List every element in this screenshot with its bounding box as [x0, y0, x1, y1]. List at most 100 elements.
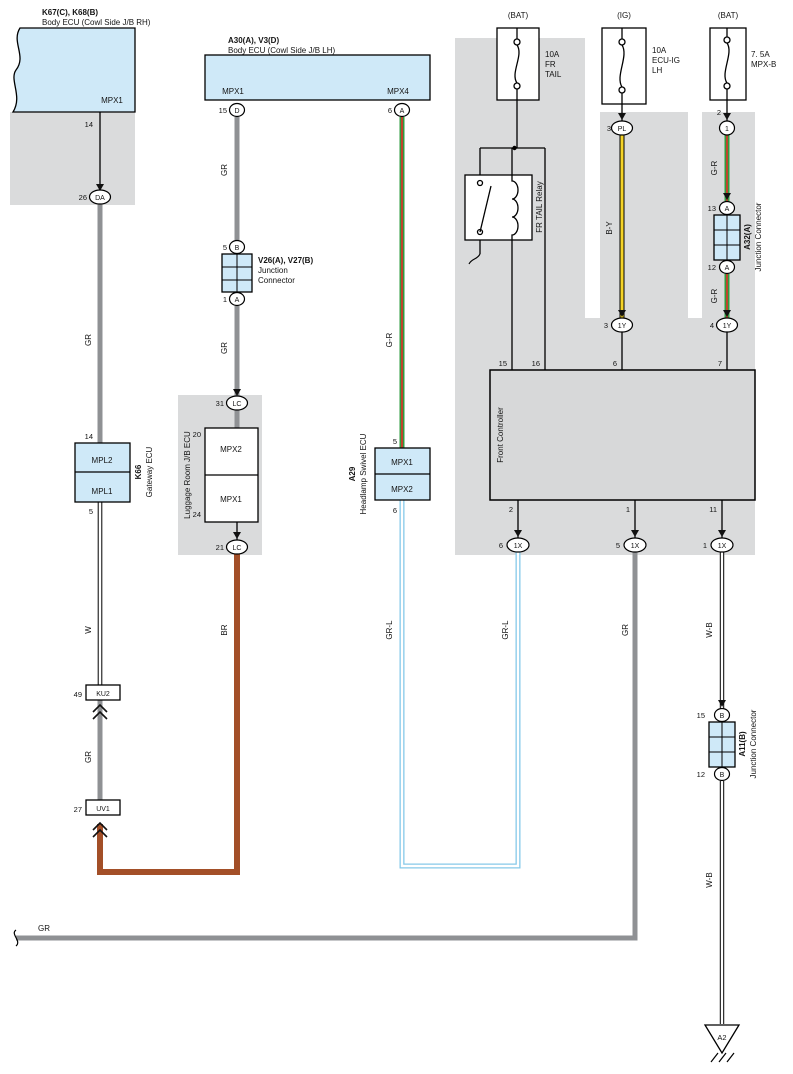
fuse-frtail-symbol	[513, 28, 521, 100]
oval-lc31	[225, 395, 249, 411]
oval-b-a11-top	[713, 707, 731, 723]
fc-name-label: Front Controller	[496, 407, 505, 463]
v26-conn-bottom-label: A	[235, 297, 240, 304]
fc-pin11-label: 11	[709, 505, 717, 514]
wire-label-by: B-Y	[605, 221, 614, 235]
arrow-1y-left	[618, 310, 626, 317]
relay-contact-blade	[479, 185, 492, 233]
luggage-port-top-label: MPX2	[220, 445, 242, 454]
a32-desc-label: Junction Connector	[754, 202, 763, 271]
arrow-1y-right	[723, 310, 731, 317]
a11-desc-label: Junction Connector	[749, 709, 758, 778]
oval-a-mpx4	[393, 102, 411, 118]
wire-label-gr-horizontal: GR	[38, 924, 50, 933]
shade-cowl-rh	[10, 112, 135, 205]
a29-port-bottom-label: MPX2	[391, 485, 413, 494]
arrow-a32-top	[723, 193, 731, 200]
luggage-desc-label: Luggage Room J/B ECU	[183, 431, 192, 519]
wire-label-gr-mpxb1: G-R	[710, 160, 719, 175]
arrow-a11-top	[718, 700, 726, 707]
labels: K67(C), K68(B) Body ECU (Cowl Side J/B R…	[38, 8, 776, 1042]
fuse-frtail-name2-label: TAIL	[545, 70, 562, 79]
da-pin-label: 26	[79, 193, 87, 202]
v26-pin-top-label: 5	[223, 243, 227, 252]
oval-1x-right	[710, 537, 734, 553]
k66-desc-label: Gateway ECU	[145, 446, 154, 497]
a30-port-left-label: MPX1	[222, 87, 244, 96]
oval-d	[228, 102, 246, 118]
v26-line2: Connector	[258, 276, 295, 285]
arrow-mpxb-1	[723, 113, 731, 120]
fuse-frtail-name1-label: FR	[545, 60, 556, 69]
a11-id-label: A11(B)	[738, 731, 747, 757]
fuse-mpxb-name1-label: MPX-B	[751, 60, 776, 69]
oval-b-a11-bottom	[713, 766, 731, 782]
luggage-pin-top-label: 20	[193, 430, 201, 439]
k67-subtitle: Body ECU (Cowl Side J/B RH)	[42, 18, 151, 27]
fuse-ig-box	[601, 27, 647, 105]
wire-label-gr-left: GR	[84, 334, 93, 346]
wire-grl-core	[400, 500, 520, 868]
wire-label-grl-right: GR-L	[501, 620, 510, 640]
squiggle-relay	[468, 253, 481, 265]
oval-1y-left	[610, 317, 634, 333]
luggage-pin-bottom-label: 24	[193, 510, 201, 519]
ku2-code-label: KU2	[96, 691, 110, 698]
fuse-mpxb-rating-label: 7. 5A	[751, 50, 770, 59]
k66-port-bottom-label: MPL1	[92, 487, 113, 496]
wire-label-gr-a30: GR	[220, 164, 229, 176]
a30-ecu-box	[204, 54, 431, 101]
fuse-ig-name1-label: ECU-IG	[652, 56, 680, 65]
oval-a-a32-bottom	[718, 259, 736, 275]
v26-grid	[222, 254, 252, 292]
a11-pin-bottom-label: 12	[697, 770, 705, 779]
oval-lc21	[225, 539, 249, 555]
oval-1x-left	[506, 537, 530, 553]
junction-dot	[512, 145, 517, 151]
wire-label-gr-v26: GR	[220, 342, 229, 354]
fc-pin16-label: 16	[532, 359, 540, 368]
fuse-frtail-source-label: (BAT)	[508, 11, 529, 20]
wire-label-wb-top: W-B	[705, 622, 714, 637]
1y-right-pin-label: 4	[710, 321, 714, 330]
chevron-ku2-2	[92, 710, 108, 720]
fuse-ig-source-label: (IG)	[617, 11, 631, 20]
wire-label-grl-left: GR-L	[385, 620, 394, 640]
wire-label-gr-mpxb2: G-R	[710, 288, 719, 303]
a32-conn-top-label: A	[725, 206, 730, 213]
a32-pin-bottom-label: 12	[708, 263, 716, 272]
lc31-pin-label: 31	[216, 399, 224, 408]
v26-pin-bottom-label: 1	[223, 295, 227, 304]
squiggle-bottom-left	[13, 929, 19, 947]
fc-pin15-label: 15	[499, 359, 507, 368]
a11-pin-top-label: 15	[697, 711, 705, 720]
wire-chevrons	[92, 703, 108, 838]
k66-port-top-label: MPL2	[92, 456, 113, 465]
pl-pin-label: 3	[607, 124, 611, 133]
a29-pin-top-label: 5	[393, 437, 397, 446]
a30-pin-left-label: 15	[219, 106, 227, 115]
k66-pin-top-label: 14	[85, 432, 93, 441]
fc-pin2-label: 2	[509, 505, 513, 514]
ground-hatch	[710, 1052, 735, 1063]
arrow-lc31	[233, 389, 241, 396]
a30-title: A30(A), V3(D)	[228, 36, 279, 45]
1y-right-code-label: 1Y	[723, 323, 732, 330]
relay-coil	[511, 175, 519, 240]
fuse-mpxb-pin-label: 2	[717, 108, 721, 117]
connector-ovals	[88, 102, 739, 782]
arrow-pl	[618, 113, 626, 120]
fuse-ig-symbol	[618, 28, 626, 104]
wire-label-w: W	[84, 626, 93, 634]
v26-title: V26(A), V27(B)	[258, 256, 313, 265]
wire-label-gr-1x: GR	[621, 624, 630, 636]
fuse-mpxb-source-label: (BAT)	[718, 11, 739, 20]
oval-a-v26	[228, 291, 246, 307]
a32-grid	[714, 215, 740, 260]
oval-1y-right	[715, 317, 739, 333]
a29-port-top-label: MPX1	[391, 458, 413, 467]
relay-name-label: FR TAIL Relay	[535, 181, 544, 232]
wire-label-gr-ku2: GR	[84, 751, 93, 763]
